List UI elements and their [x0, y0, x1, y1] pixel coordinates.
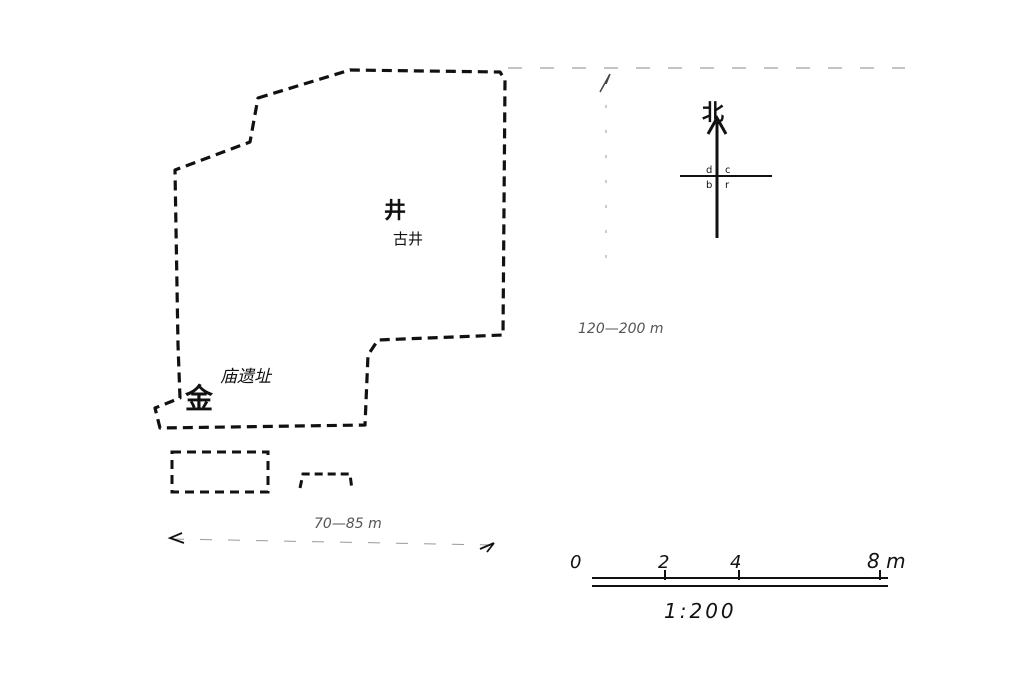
outbuilding-left [170, 450, 270, 494]
scale-tick-2: 2 [658, 552, 669, 573]
right-arrow-icon [479, 542, 495, 553]
north-arrow-icon: d c b r [680, 114, 772, 238]
dimension-arrow-icon [599, 73, 611, 93]
scale-bar [592, 570, 888, 587]
north-label: 北 [702, 101, 724, 126]
svg-text:d: d [706, 165, 712, 176]
scale-ratio: 1:200 [664, 599, 737, 623]
left-arrow-icon [167, 532, 185, 544]
svg-text:r: r [725, 180, 730, 191]
svg-text:b: b [706, 180, 712, 191]
scale-tick-4: 4 [730, 552, 741, 573]
well-label: 古井 [393, 230, 423, 248]
length-dimension-label: 70—85 m [314, 516, 382, 532]
svg-text:c: c [725, 165, 731, 176]
temple-label: 庙遗址 [220, 367, 273, 387]
width-dimension-label: 120—200 m [578, 321, 664, 337]
temple-icon: ⾦ [184, 382, 214, 415]
well-icon: 井 [384, 199, 406, 224]
scale-tick-0: 0 [570, 552, 581, 573]
outbuilding-right [298, 472, 354, 491]
site-boundary [153, 68, 507, 430]
scale-tick-8: 8 m [867, 549, 906, 573]
bottom-dimension-line [171, 538, 493, 546]
